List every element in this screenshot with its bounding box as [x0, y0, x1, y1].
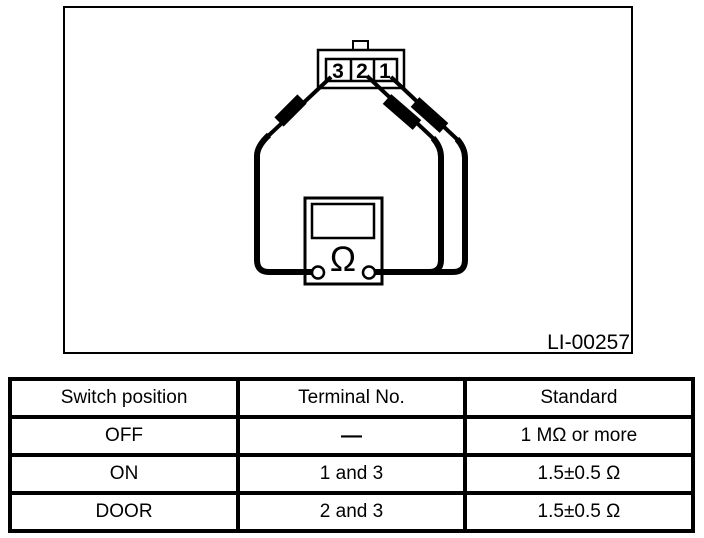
header-standard: Standard	[462, 377, 696, 419]
pin-1-label: 1	[379, 60, 391, 83]
cell-position: DOOR	[7, 491, 241, 533]
table-row-door: DOOR 2 and 3 1.5±0.5 Ω	[7, 491, 696, 533]
cell-position: ON	[7, 453, 241, 495]
pin-2-label: 2	[356, 60, 368, 83]
pin-3-label: 3	[332, 60, 344, 83]
table-row-on: ON 1 and 3 1.5±0.5 Ω	[7, 453, 696, 495]
header-terminal-no: Terminal No.	[236, 377, 467, 419]
table-row-off: OFF — 1 MΩ or more	[7, 415, 696, 457]
probe-grip	[410, 97, 449, 133]
cell-terminals: —	[236, 415, 467, 457]
ohm-symbol: Ω	[330, 240, 356, 279]
probe-grip	[274, 94, 307, 127]
connector-pin-row	[324, 57, 399, 83]
cell-position: OFF	[7, 415, 241, 457]
continuity-check-diagram: 3 2 1 Ω LI-00257	[63, 6, 633, 354]
cell-standard: 1.5±0.5 Ω	[462, 453, 696, 495]
test-leads	[254, 74, 468, 275]
table-header-row: Switch position Terminal No. Standard	[7, 377, 696, 419]
cell-terminals: 2 and 3	[236, 491, 467, 533]
probe-grip	[382, 94, 422, 130]
cell-standard: 1.5±0.5 Ω	[462, 491, 696, 533]
header-switch-position: Switch position	[7, 377, 241, 419]
meter-terminal-left	[310, 265, 326, 280]
cell-standard: 1 MΩ or more	[462, 415, 696, 457]
meter-terminal-right	[361, 265, 377, 280]
connector	[316, 40, 406, 90]
figure-code: LI-00257	[547, 331, 630, 354]
test-lead-pin3-wire	[254, 132, 318, 275]
spec-table: Switch position Terminal No. Standard OF…	[7, 377, 696, 533]
test-lead-pin1-wire	[369, 137, 468, 275]
cell-terminals: 1 and 3	[236, 453, 467, 495]
ohmmeter-display	[310, 202, 376, 240]
